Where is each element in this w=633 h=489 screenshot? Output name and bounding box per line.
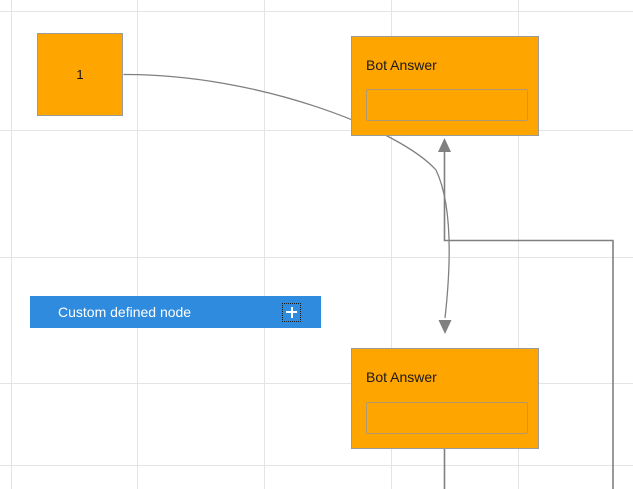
flow-node-bot-answer-top[interactable]: Bot Answer	[351, 36, 539, 136]
bot-answer-bottom-title: Bot Answer	[366, 369, 437, 385]
plus-icon[interactable]	[282, 302, 301, 322]
connector-curve-node1-to-bot-answer-bottom[interactable]	[123, 73, 450, 319]
bot-answer-top-slot[interactable]	[366, 89, 528, 121]
bot-answer-bottom-slot[interactable]	[366, 402, 528, 434]
flow-node-1[interactable]: 1	[37, 33, 123, 116]
custom-defined-node-button[interactable]: Custom defined node	[30, 296, 321, 328]
flow-node-bot-answer-bottom[interactable]: Bot Answer	[351, 348, 539, 449]
bot-answer-top-title: Bot Answer	[366, 57, 437, 73]
arrowhead-up-icon	[438, 138, 451, 152]
arrowhead-down-icon	[438, 320, 452, 334]
custom-defined-node-label: Custom defined node	[58, 304, 192, 320]
connector-elbow-to-bot-answer-top[interactable]	[443, 152, 614, 489]
flow-node-1-label: 1	[76, 67, 84, 82]
